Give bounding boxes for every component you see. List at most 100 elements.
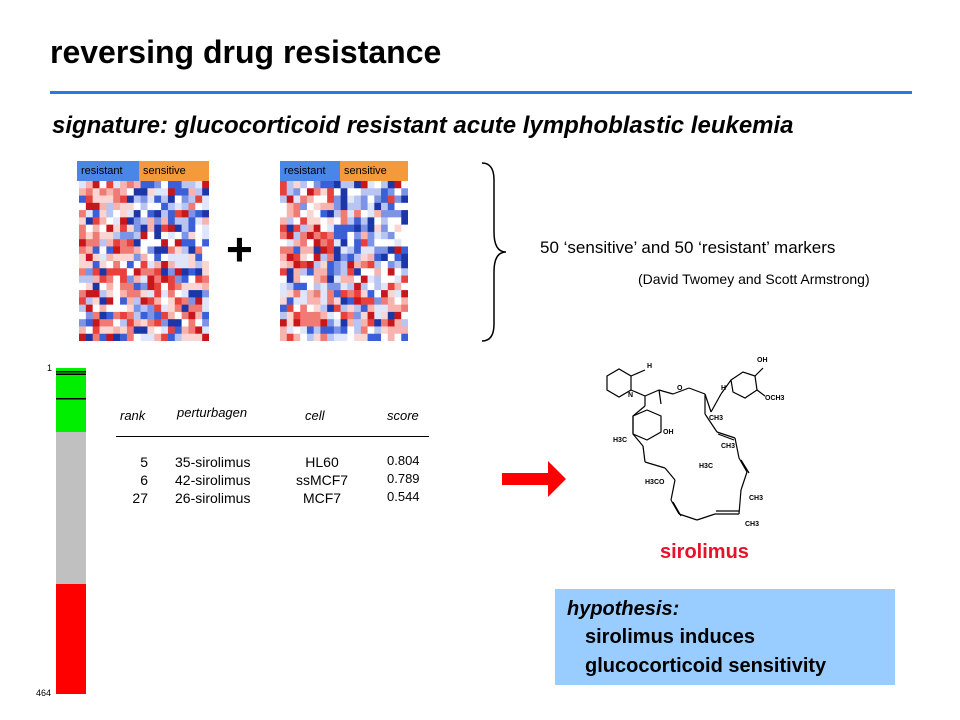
heatmap-cell	[347, 290, 355, 298]
heatmap-cell	[140, 246, 148, 255]
heatmap-cell	[120, 261, 128, 269]
heatmap-cell	[354, 246, 362, 255]
heatmap-cell	[394, 304, 402, 313]
heatmap-cell	[133, 239, 141, 247]
heatmap-cell	[300, 253, 308, 262]
heatmap-cell	[181, 311, 189, 320]
heatmap-cell	[181, 275, 189, 284]
drug-name-label: sirolimus	[660, 541, 749, 563]
heatmap-cell	[320, 282, 328, 291]
heatmap-cell	[286, 253, 294, 262]
heatmap-cell	[313, 290, 321, 298]
heatmap-cell	[202, 275, 209, 284]
heatmap-cell	[181, 202, 189, 211]
heatmap-cell	[360, 261, 368, 269]
heatmap-cell	[286, 239, 294, 247]
heatmap-cell	[92, 319, 100, 327]
heatmap-cell	[300, 210, 308, 218]
heatmap-cell	[167, 224, 176, 233]
heatmap-cell	[99, 210, 107, 218]
heatmap-cell	[140, 304, 148, 313]
heatmap-cell	[133, 297, 141, 305]
heatmap-cell	[387, 282, 395, 291]
heatmap-cell	[120, 333, 128, 341]
heatmap-cell	[99, 188, 107, 196]
heatmap-cell	[174, 290, 182, 298]
heatmap-cell	[113, 290, 121, 298]
heatmap-cell	[147, 253, 155, 262]
heatmap-cell	[367, 304, 375, 313]
heatmap-cell	[306, 195, 314, 204]
heatmap-cell	[320, 290, 328, 298]
heatmap-cell	[354, 217, 362, 225]
heatmap-cell	[147, 246, 155, 255]
molecule-label: OH	[663, 429, 674, 436]
heatmap-cell	[188, 290, 196, 298]
heatmap-cell	[394, 217, 402, 225]
heatmap-cell	[374, 224, 382, 233]
heatmap-cell	[320, 268, 328, 276]
heatmap-cell	[167, 275, 176, 284]
heatmap-cell	[360, 311, 368, 320]
heatmap-cell	[85, 268, 93, 276]
heatmap-cell	[394, 231, 402, 240]
heatmap-cell	[126, 304, 135, 313]
heatmap-cell	[188, 311, 196, 320]
heatmap-cell	[85, 188, 93, 196]
heatmap-cell	[333, 239, 341, 247]
heatmap-cell	[195, 326, 203, 335]
heatmap-cell	[92, 202, 100, 211]
heatmap-cell	[394, 326, 402, 335]
heatmap-cell	[367, 202, 375, 211]
heatmap-cell	[181, 210, 189, 218]
heatmap-cell	[286, 304, 294, 313]
heatmap-cell	[188, 246, 196, 255]
heatmap-cell	[354, 268, 362, 276]
heatmap-cell	[394, 282, 402, 291]
heatmap-cell	[300, 195, 308, 204]
heatmap-cell	[106, 304, 114, 313]
table-cell-rank: 5	[140, 454, 148, 470]
heatmap-cell	[340, 202, 348, 211]
heatmap-cell	[154, 231, 162, 240]
heatmap-cell	[79, 202, 87, 211]
heatmap-cell	[340, 290, 348, 298]
heatmap-cell	[381, 224, 389, 233]
heatmap-cell	[167, 210, 176, 218]
heatmap-cell	[293, 290, 301, 298]
heatmap-cell	[181, 181, 189, 189]
heatmap-cell	[140, 188, 148, 196]
heatmap-cell	[347, 246, 355, 255]
heatmap-cell	[126, 210, 135, 218]
heatmap-cell	[106, 224, 114, 233]
heatmap-cell	[293, 253, 301, 262]
heatmap-cell	[202, 217, 209, 225]
heatmap-cell	[293, 311, 301, 320]
heatmap-cell	[280, 210, 288, 218]
heatmap-cell	[401, 195, 408, 204]
heatmap-cell	[320, 261, 328, 269]
heatmap-cell	[333, 246, 341, 255]
heatmap-cell	[313, 326, 321, 335]
heatmap-cell	[381, 297, 389, 305]
heatmap-cell	[133, 253, 141, 262]
heatmap-cell	[161, 239, 169, 247]
heatmap-cell	[147, 333, 155, 341]
heatmap-cell	[387, 224, 395, 233]
heatmap-cell	[306, 304, 314, 313]
heatmap-cell	[401, 188, 408, 196]
heatmap-cell	[293, 333, 301, 341]
hypothesis-line-1: sirolimus induces	[585, 626, 756, 648]
heatmap-cell	[181, 261, 189, 269]
heatmap-cell	[306, 188, 314, 196]
heatmap-cell	[126, 246, 135, 255]
heatmap-cell	[147, 195, 155, 204]
heatmap-cell	[167, 217, 176, 225]
heatmap-cell	[92, 282, 100, 291]
heatmap-cell	[387, 268, 395, 276]
heatmap-cell	[167, 188, 176, 196]
heatmap-cell	[327, 326, 335, 335]
heatmap-cell	[340, 231, 348, 240]
heatmap-cell	[140, 253, 148, 262]
heatmap-cell	[381, 311, 389, 320]
